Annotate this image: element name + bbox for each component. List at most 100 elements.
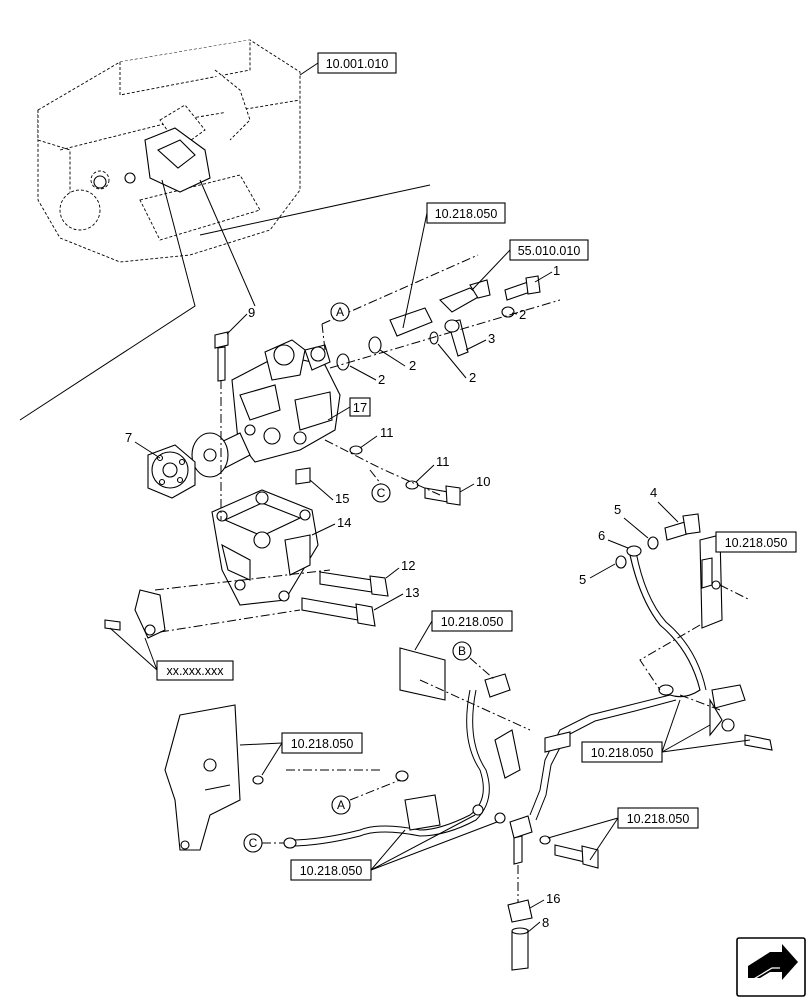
clip-16 (507, 899, 533, 923)
svg-text:10.218.050: 10.218.050 (435, 207, 498, 221)
marker-a-bottom: A (331, 795, 351, 815)
svg-text:xx.xxx.xxx: xx.xxx.xxx (167, 664, 225, 678)
bolt-4 (664, 513, 701, 541)
callout-15: 15 (309, 479, 349, 506)
washer-right-banjo (539, 835, 551, 845)
svg-text:6: 6 (598, 528, 605, 543)
washer-left (252, 775, 264, 785)
svg-text:10.218.050: 10.218.050 (291, 737, 354, 751)
pump-bracket (211, 489, 319, 606)
svg-text:3: 3 (488, 331, 495, 346)
bolt-12 (319, 571, 389, 597)
svg-text:10.218.050: 10.218.050 (725, 536, 788, 550)
svg-text:7: 7 (125, 430, 132, 445)
callout-7: 7 (125, 430, 161, 459)
washer-11a (349, 445, 363, 455)
ref-bracket-mid-box[interactable]: 10.218.050 (431, 610, 513, 632)
fuel-pipe-mid (283, 647, 521, 849)
bracket-xx (104, 589, 166, 639)
svg-text:14: 14 (337, 515, 351, 530)
fuel-pipe-right (529, 545, 707, 821)
part-17-box[interactable]: 17 (349, 397, 371, 417)
marker-b: B (452, 641, 472, 661)
washer-5a (647, 536, 659, 550)
svg-text:10: 10 (476, 474, 490, 489)
svg-text:17: 17 (353, 400, 367, 415)
callout-11b: 11 (415, 454, 450, 483)
callout-11a: 11 (359, 425, 394, 449)
svg-text:11: 11 (436, 454, 450, 469)
callout-1: 1 (534, 263, 560, 283)
svg-text:B: B (458, 644, 466, 658)
marker-c-top: C (371, 483, 391, 503)
callout-12: 12 (385, 558, 415, 579)
svg-text:8: 8 (542, 915, 549, 930)
svg-text:55.010.010: 55.010.010 (518, 244, 581, 258)
svg-text:2: 2 (409, 358, 416, 373)
svg-text:5: 5 (579, 572, 586, 587)
right-fitting (709, 684, 773, 751)
drive-coupling (147, 444, 196, 499)
svg-text:10.218.050: 10.218.050 (591, 746, 654, 760)
washer-5b (615, 555, 627, 569)
ref-engine-box[interactable]: 10.001.010 (317, 52, 397, 74)
callout-4: 4 (650, 485, 679, 523)
bolt-9 (214, 331, 229, 382)
callout-8: 8 (527, 915, 549, 933)
svg-text:C: C (377, 486, 386, 500)
svg-text:4: 4 (650, 485, 657, 500)
svg-text:10.218.050: 10.218.050 (627, 812, 690, 826)
svg-text:2: 2 (378, 372, 385, 387)
sleeve (295, 467, 311, 485)
callout-10: 10 (459, 474, 490, 493)
callout-13: 13 (373, 585, 419, 611)
callout-2c: 2 (349, 365, 385, 387)
callout-14: 14 (311, 515, 351, 536)
callout-9: 9 (226, 305, 255, 335)
svg-text:13: 13 (405, 585, 419, 600)
pressure-sensor (439, 279, 491, 313)
ref-banjo-right-box[interactable]: 10.218.050 (617, 807, 699, 829)
callout-16: 16 (529, 891, 560, 909)
fuel-pump-assembly (191, 339, 341, 478)
ref-pipe-right-box[interactable]: 10.218.050 (581, 741, 663, 763)
ref-bracket-left-box[interactable]: 10.218.050 (281, 732, 363, 754)
svg-text:5: 5 (614, 502, 621, 517)
svg-text:12: 12 (401, 558, 415, 573)
callout-3: 3 (465, 331, 495, 351)
ref-pipe-bottom-box[interactable]: 10.218.050 (290, 859, 372, 881)
ref-bracket-right-box[interactable]: 10.218.050 (715, 531, 797, 553)
banjo-fitting (509, 815, 533, 865)
bracket-left (164, 704, 241, 851)
svg-text:15: 15 (335, 491, 349, 506)
ref-pipe-top-box[interactable]: 10.218.050 (426, 202, 506, 224)
ref-xx-box[interactable]: xx.xxx.xxx (156, 660, 234, 681)
banjo-bolt-1 (501, 275, 541, 318)
svg-text:1: 1 (553, 263, 560, 278)
svg-text:16: 16 (546, 891, 560, 906)
callout-2a: 2 (511, 307, 526, 322)
bolt-13 (301, 597, 376, 627)
svg-text:10.218.050: 10.218.050 (300, 864, 363, 878)
return-fitting-3 (429, 319, 469, 357)
svg-text:C: C (249, 836, 258, 850)
callout-5a: 5 (614, 502, 649, 539)
svg-text:A: A (336, 305, 344, 319)
marker-c-bottom: C (243, 833, 263, 853)
svg-text:11: 11 (380, 425, 394, 440)
callout-2d: 2 (437, 343, 476, 385)
svg-text:2: 2 (469, 370, 476, 385)
pressure-valve (336, 307, 433, 371)
callout-2b: 2 (379, 349, 416, 373)
engine-outline (19, 39, 431, 421)
svg-text:2: 2 (519, 307, 526, 322)
bolt-10 (424, 485, 461, 506)
next-page-arrow-icon[interactable] (736, 937, 806, 997)
marker-a-top: A (330, 302, 350, 322)
sleeve-8 (511, 927, 529, 971)
callout-6: 6 (598, 528, 629, 549)
bracket-right (699, 534, 723, 629)
banjo-bolt-right (554, 844, 599, 869)
ref-sensor-box[interactable]: 55.010.010 (509, 239, 589, 261)
